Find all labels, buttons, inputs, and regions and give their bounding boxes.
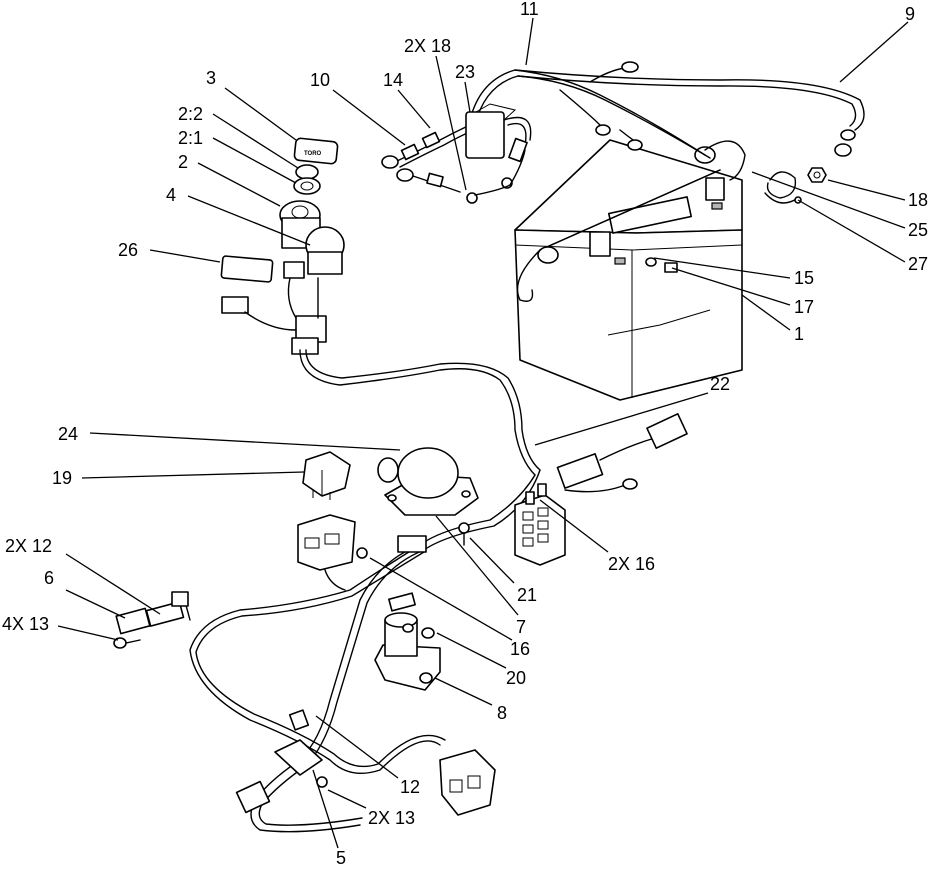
- callout-14: 14: [383, 70, 403, 90]
- callout-2-2: 2:2: [178, 104, 203, 124]
- ignition-key: TORO: [293, 137, 339, 165]
- bracket-5: [274, 709, 328, 788]
- upper-harness-connectors: [221, 261, 327, 355]
- relay: [302, 451, 351, 500]
- callout-23: 23: [455, 62, 475, 82]
- callout-12: 12: [400, 777, 420, 797]
- key-switch-nut: [293, 164, 321, 195]
- callout-22: 22: [710, 374, 730, 394]
- callout-labels: 11 9 2X 18 23 14 10 3 2:2 2:1 2 4 26 18 …: [2, 0, 928, 868]
- callout-8: 8: [497, 703, 507, 723]
- relay-socket-lower: [439, 749, 496, 816]
- callout-19: 19: [52, 468, 72, 488]
- callout-2-1: 2:1: [178, 128, 203, 148]
- callout-21: 21: [517, 585, 537, 605]
- positive-cable: [396, 149, 526, 204]
- callout-7: 7: [516, 617, 526, 637]
- battery-hold-down-bolt: [645, 257, 678, 273]
- connector-26: [220, 255, 274, 283]
- callout-11: 11: [520, 0, 539, 19]
- connector-22: [556, 413, 688, 493]
- starter-solenoid: [374, 612, 441, 691]
- battery-cables: [469, 61, 865, 159]
- callout-27: 27: [908, 254, 928, 274]
- key-logo-text: TORO: [304, 151, 322, 157]
- fuse-block: [514, 494, 566, 566]
- hour-meter: [305, 226, 345, 275]
- callout-18: 18: [908, 190, 928, 210]
- callout-4: 4: [166, 185, 176, 205]
- callout-4x13: 4X 13: [2, 614, 49, 634]
- callout-1: 1: [794, 324, 804, 344]
- callout-5: 5: [336, 848, 346, 868]
- lower-connector: [235, 780, 271, 814]
- main-wiring-harness: [182, 349, 541, 833]
- callout-25: 25: [908, 220, 928, 240]
- callout-2x13: 2X 13: [368, 808, 415, 828]
- callout-2x12-left: 2X 12: [5, 536, 52, 556]
- ground-screw-21: [458, 522, 470, 546]
- callout-20: 20: [506, 668, 526, 688]
- terminal-nut: [807, 167, 827, 183]
- leader-lines: [57, 17, 909, 849]
- callout-6: 6: [44, 568, 54, 588]
- connector-6: [115, 591, 189, 635]
- battery: [514, 139, 746, 401]
- callout-16: 16: [510, 639, 530, 659]
- buzzer: [377, 447, 479, 516]
- callout-26: 26: [118, 240, 138, 260]
- callout-2x18-top: 2X 18: [404, 36, 451, 56]
- callout-17: 17: [794, 297, 814, 317]
- screw-13: [113, 637, 141, 649]
- fuse-holder: [465, 103, 532, 163]
- callout-2: 2: [178, 152, 188, 172]
- callout-3: 3: [206, 68, 216, 88]
- fuse-16: [525, 483, 547, 505]
- callout-24: 24: [58, 424, 78, 444]
- callout-15: 15: [794, 268, 814, 288]
- ground-cable: [381, 124, 475, 169]
- callout-9: 9: [905, 4, 915, 24]
- callout-10: 10: [310, 70, 330, 90]
- harness-connector-block: [297, 514, 427, 612]
- callout-2x16: 2X 16: [608, 554, 655, 574]
